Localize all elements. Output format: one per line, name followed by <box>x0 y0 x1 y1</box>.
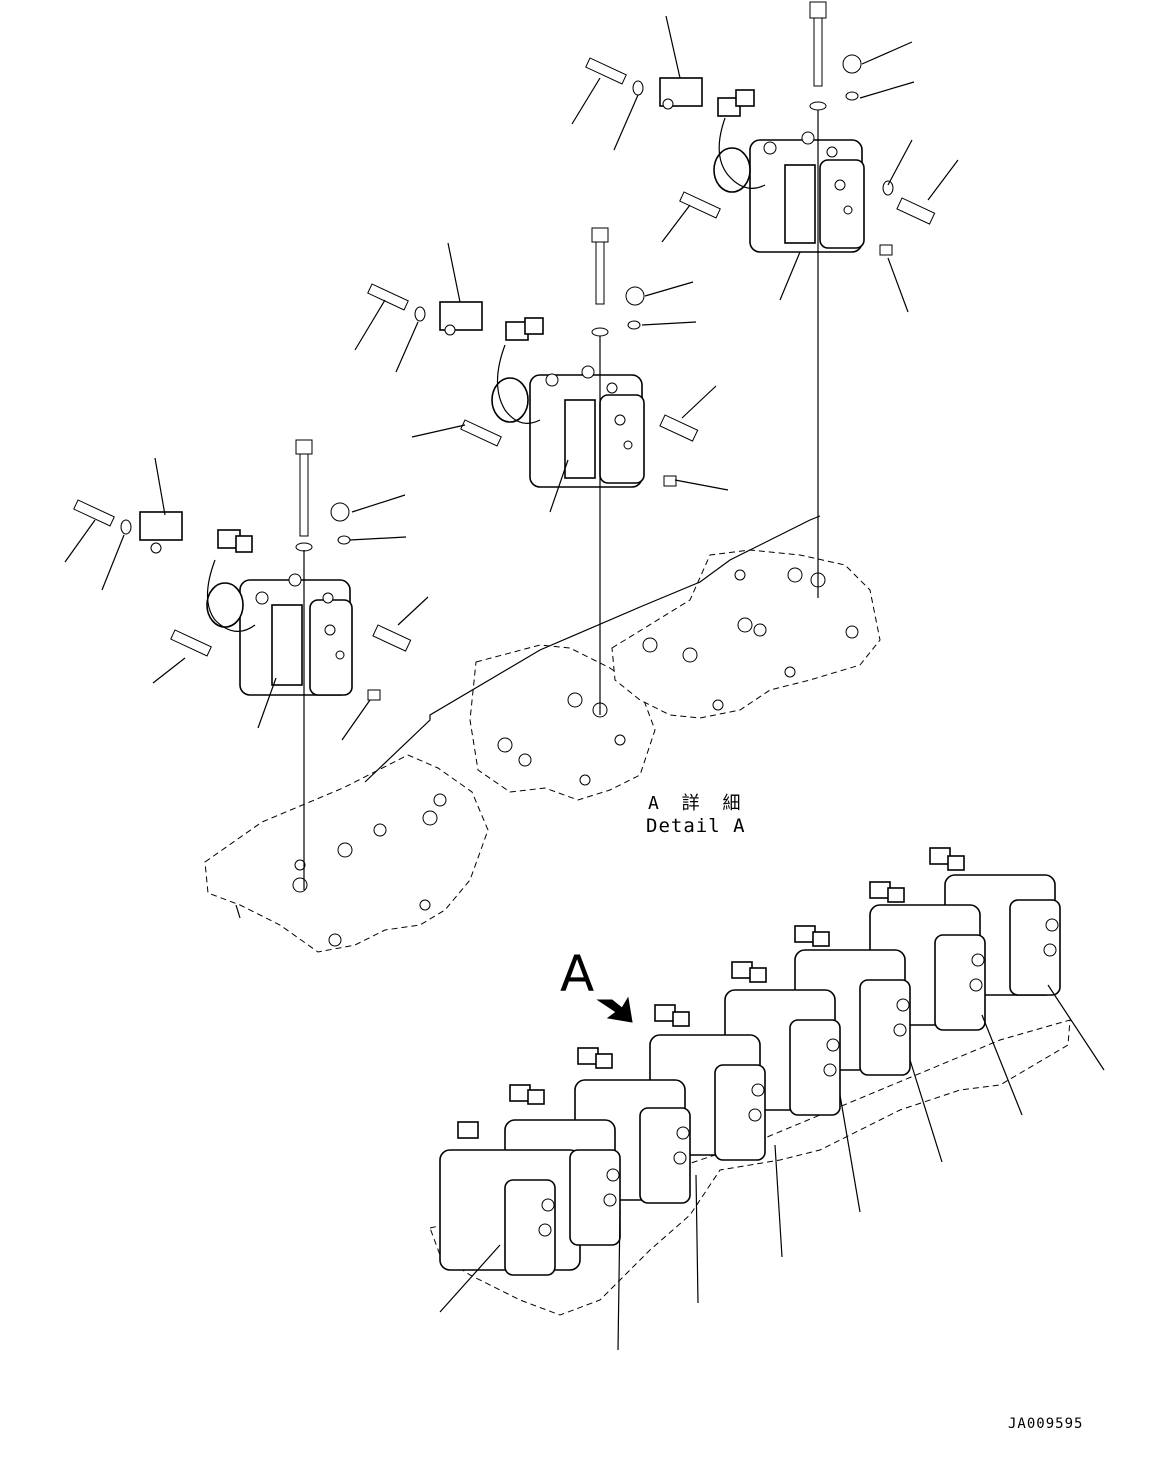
fasteners <box>73 1 936 701</box>
assembled-valve-group <box>429 847 1105 1351</box>
assembled-valves <box>439 847 1061 1276</box>
manifold-plate-middle <box>469 644 656 801</box>
connector <box>717 97 741 117</box>
plate-reference-lines <box>364 515 821 783</box>
assembled-leader-lines <box>439 984 1105 1351</box>
bracket <box>139 511 183 541</box>
valve-cover <box>309 599 353 696</box>
assembly-lines <box>303 110 819 890</box>
drawing-code: JA009595 <box>1008 1416 1084 1432</box>
valve-cover <box>819 159 865 249</box>
valve-assembly-middle <box>439 301 645 488</box>
solenoid-wire <box>206 559 256 632</box>
solenoid-wire <box>718 117 766 189</box>
solenoid <box>713 147 751 193</box>
view-letter-label: A <box>560 945 595 1003</box>
view-arrow-icon <box>596 996 633 1023</box>
valve-assembly-top <box>659 77 865 253</box>
valve-body-front <box>271 604 303 686</box>
manifold-plates <box>204 515 881 953</box>
solenoid <box>206 582 244 628</box>
solenoid-wire <box>496 344 541 424</box>
bracket <box>439 301 483 331</box>
detail-label-japanese: A 詳 細 <box>648 793 747 814</box>
solenoid <box>491 377 529 423</box>
valve-cover <box>599 394 645 484</box>
leader-lines <box>64 15 959 741</box>
valve-body-front <box>784 164 816 244</box>
valve-assembly-left <box>139 511 353 696</box>
valve-body-front <box>564 399 596 479</box>
manifold-plate-right <box>611 549 881 719</box>
detail-label-english: Detail A <box>646 815 746 837</box>
